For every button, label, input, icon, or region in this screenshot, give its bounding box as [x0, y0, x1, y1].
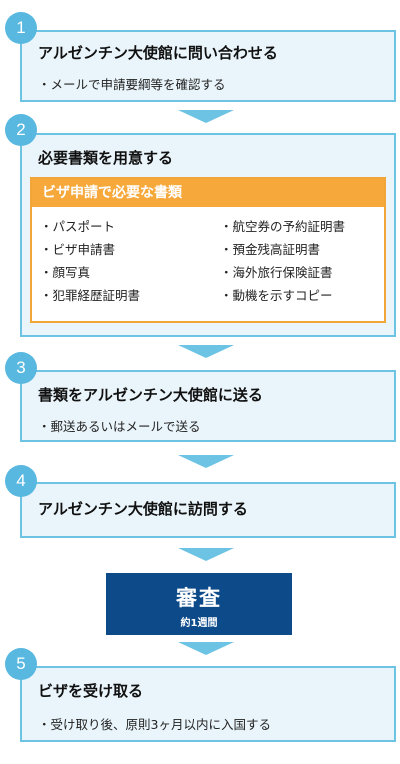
- step-3-badge: 3: [5, 352, 37, 384]
- step-5-box: ビザを受け取る ・受け取り後、原則3ヶ月以内に入国する: [20, 666, 396, 742]
- step-3-box: 書類をアルゼンチン大使館に送る ・郵送あるいはメールで送る: [20, 370, 396, 442]
- required-documents-box: ビザ申請で必要な書類 ・パスポート ・ビザ申請書 ・顔写真 ・犯罪経歴証明書 ・…: [30, 177, 386, 323]
- review-title: 審査: [176, 586, 222, 610]
- documents-list-left: ・パスポート ・ビザ申請書 ・顔写真 ・犯罪経歴証明書: [40, 219, 140, 311]
- document-item: ・預金残高証明書: [220, 242, 321, 257]
- review-duration: 約1週間: [180, 618, 218, 629]
- arrow-down-5: [178, 642, 234, 655]
- step-4-title: アルゼンチン大使館に訪問する: [38, 500, 248, 518]
- arrow-down-3: [178, 455, 234, 468]
- review-box: 審査 約1週間: [106, 573, 292, 635]
- document-item: ・パスポート: [40, 219, 116, 234]
- document-item: ・動機を示すコピー: [220, 288, 333, 303]
- arrow-down-4: [178, 548, 234, 561]
- document-item: ・ビザ申請書: [40, 242, 116, 257]
- step-5-badge: 5: [5, 648, 37, 680]
- documents-list-right: ・航空券の予約証明書 ・預金残高証明書 ・海外旅行保険証書 ・動機を示すコピー: [220, 219, 345, 311]
- step-2-badge: 2: [5, 114, 37, 146]
- step-1-title: アルゼンチン大使館に問い合わせる: [38, 44, 278, 62]
- arrow-down-2: [178, 345, 234, 358]
- step-1-badge: 1: [5, 12, 37, 44]
- document-item: ・犯罪経歴証明書: [40, 288, 141, 303]
- step-3-title: 書類をアルゼンチン大使館に送る: [38, 386, 263, 404]
- required-documents-header: ビザ申請で必要な書類: [32, 179, 384, 207]
- document-item: ・海外旅行保険証書: [220, 265, 333, 280]
- step-5-title: ビザを受け取る: [38, 682, 144, 700]
- step-2-box: 必要書類を用意する ビザ申請で必要な書類 ・パスポート ・ビザ申請書 ・顔写真 …: [20, 133, 396, 337]
- step-5-desc: ・受け取り後、原則3ヶ月以内に入国する: [38, 717, 271, 732]
- step-1-desc: ・メールで申請要綱等を確認する: [38, 77, 226, 92]
- arrow-down-1: [178, 110, 234, 123]
- step-3-desc: ・郵送あるいはメールで送る: [38, 419, 201, 434]
- step-1-box: アルゼンチン大使館に問い合わせる ・メールで申請要綱等を確認する: [20, 30, 396, 102]
- step-4-badge: 4: [5, 465, 37, 497]
- document-item: ・航空券の予約証明書: [220, 219, 346, 234]
- step-4-box: アルゼンチン大使館に訪問する: [20, 482, 396, 538]
- step-2-title: 必要書類を用意する: [38, 149, 174, 167]
- document-item: ・顔写真: [40, 265, 91, 280]
